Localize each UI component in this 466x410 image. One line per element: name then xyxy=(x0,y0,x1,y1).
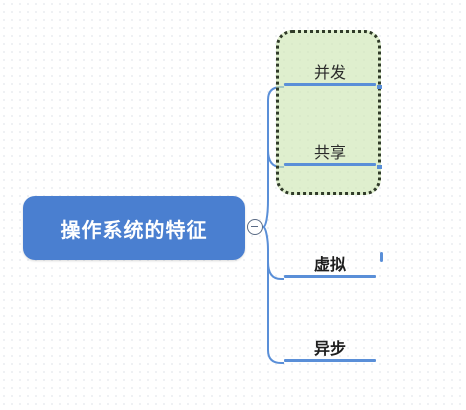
child-underline-4 xyxy=(284,359,376,362)
root-label: 操作系统的特征 xyxy=(60,217,208,242)
child-underline-3 xyxy=(284,275,376,278)
child-node-4[interactable]: 异步 xyxy=(284,332,376,362)
child-node-2[interactable]: 共享 xyxy=(284,136,376,166)
child-label-1: 并发 xyxy=(313,63,346,82)
connector-lower-trunk xyxy=(262,226,284,364)
child-label-3: 虚拟 xyxy=(313,255,346,274)
edge-mark-2 xyxy=(377,165,382,169)
connector-to-child-3 xyxy=(267,261,284,280)
root-node[interactable]: 操作系统的特征 xyxy=(23,196,245,260)
child-underline-1 xyxy=(284,83,376,86)
child-underline-2 xyxy=(284,163,376,166)
child-group-highlight xyxy=(276,30,381,195)
collapse-minus-icon[interactable] xyxy=(247,219,263,235)
child-node-1[interactable]: 并发 xyxy=(284,56,376,86)
edge-mark-3 xyxy=(380,252,383,262)
child-label-2: 共享 xyxy=(313,143,346,162)
edge-mark-1 xyxy=(377,85,382,89)
child-label-4: 异步 xyxy=(313,339,346,358)
child-node-3[interactable]: 虚拟 xyxy=(284,248,376,278)
